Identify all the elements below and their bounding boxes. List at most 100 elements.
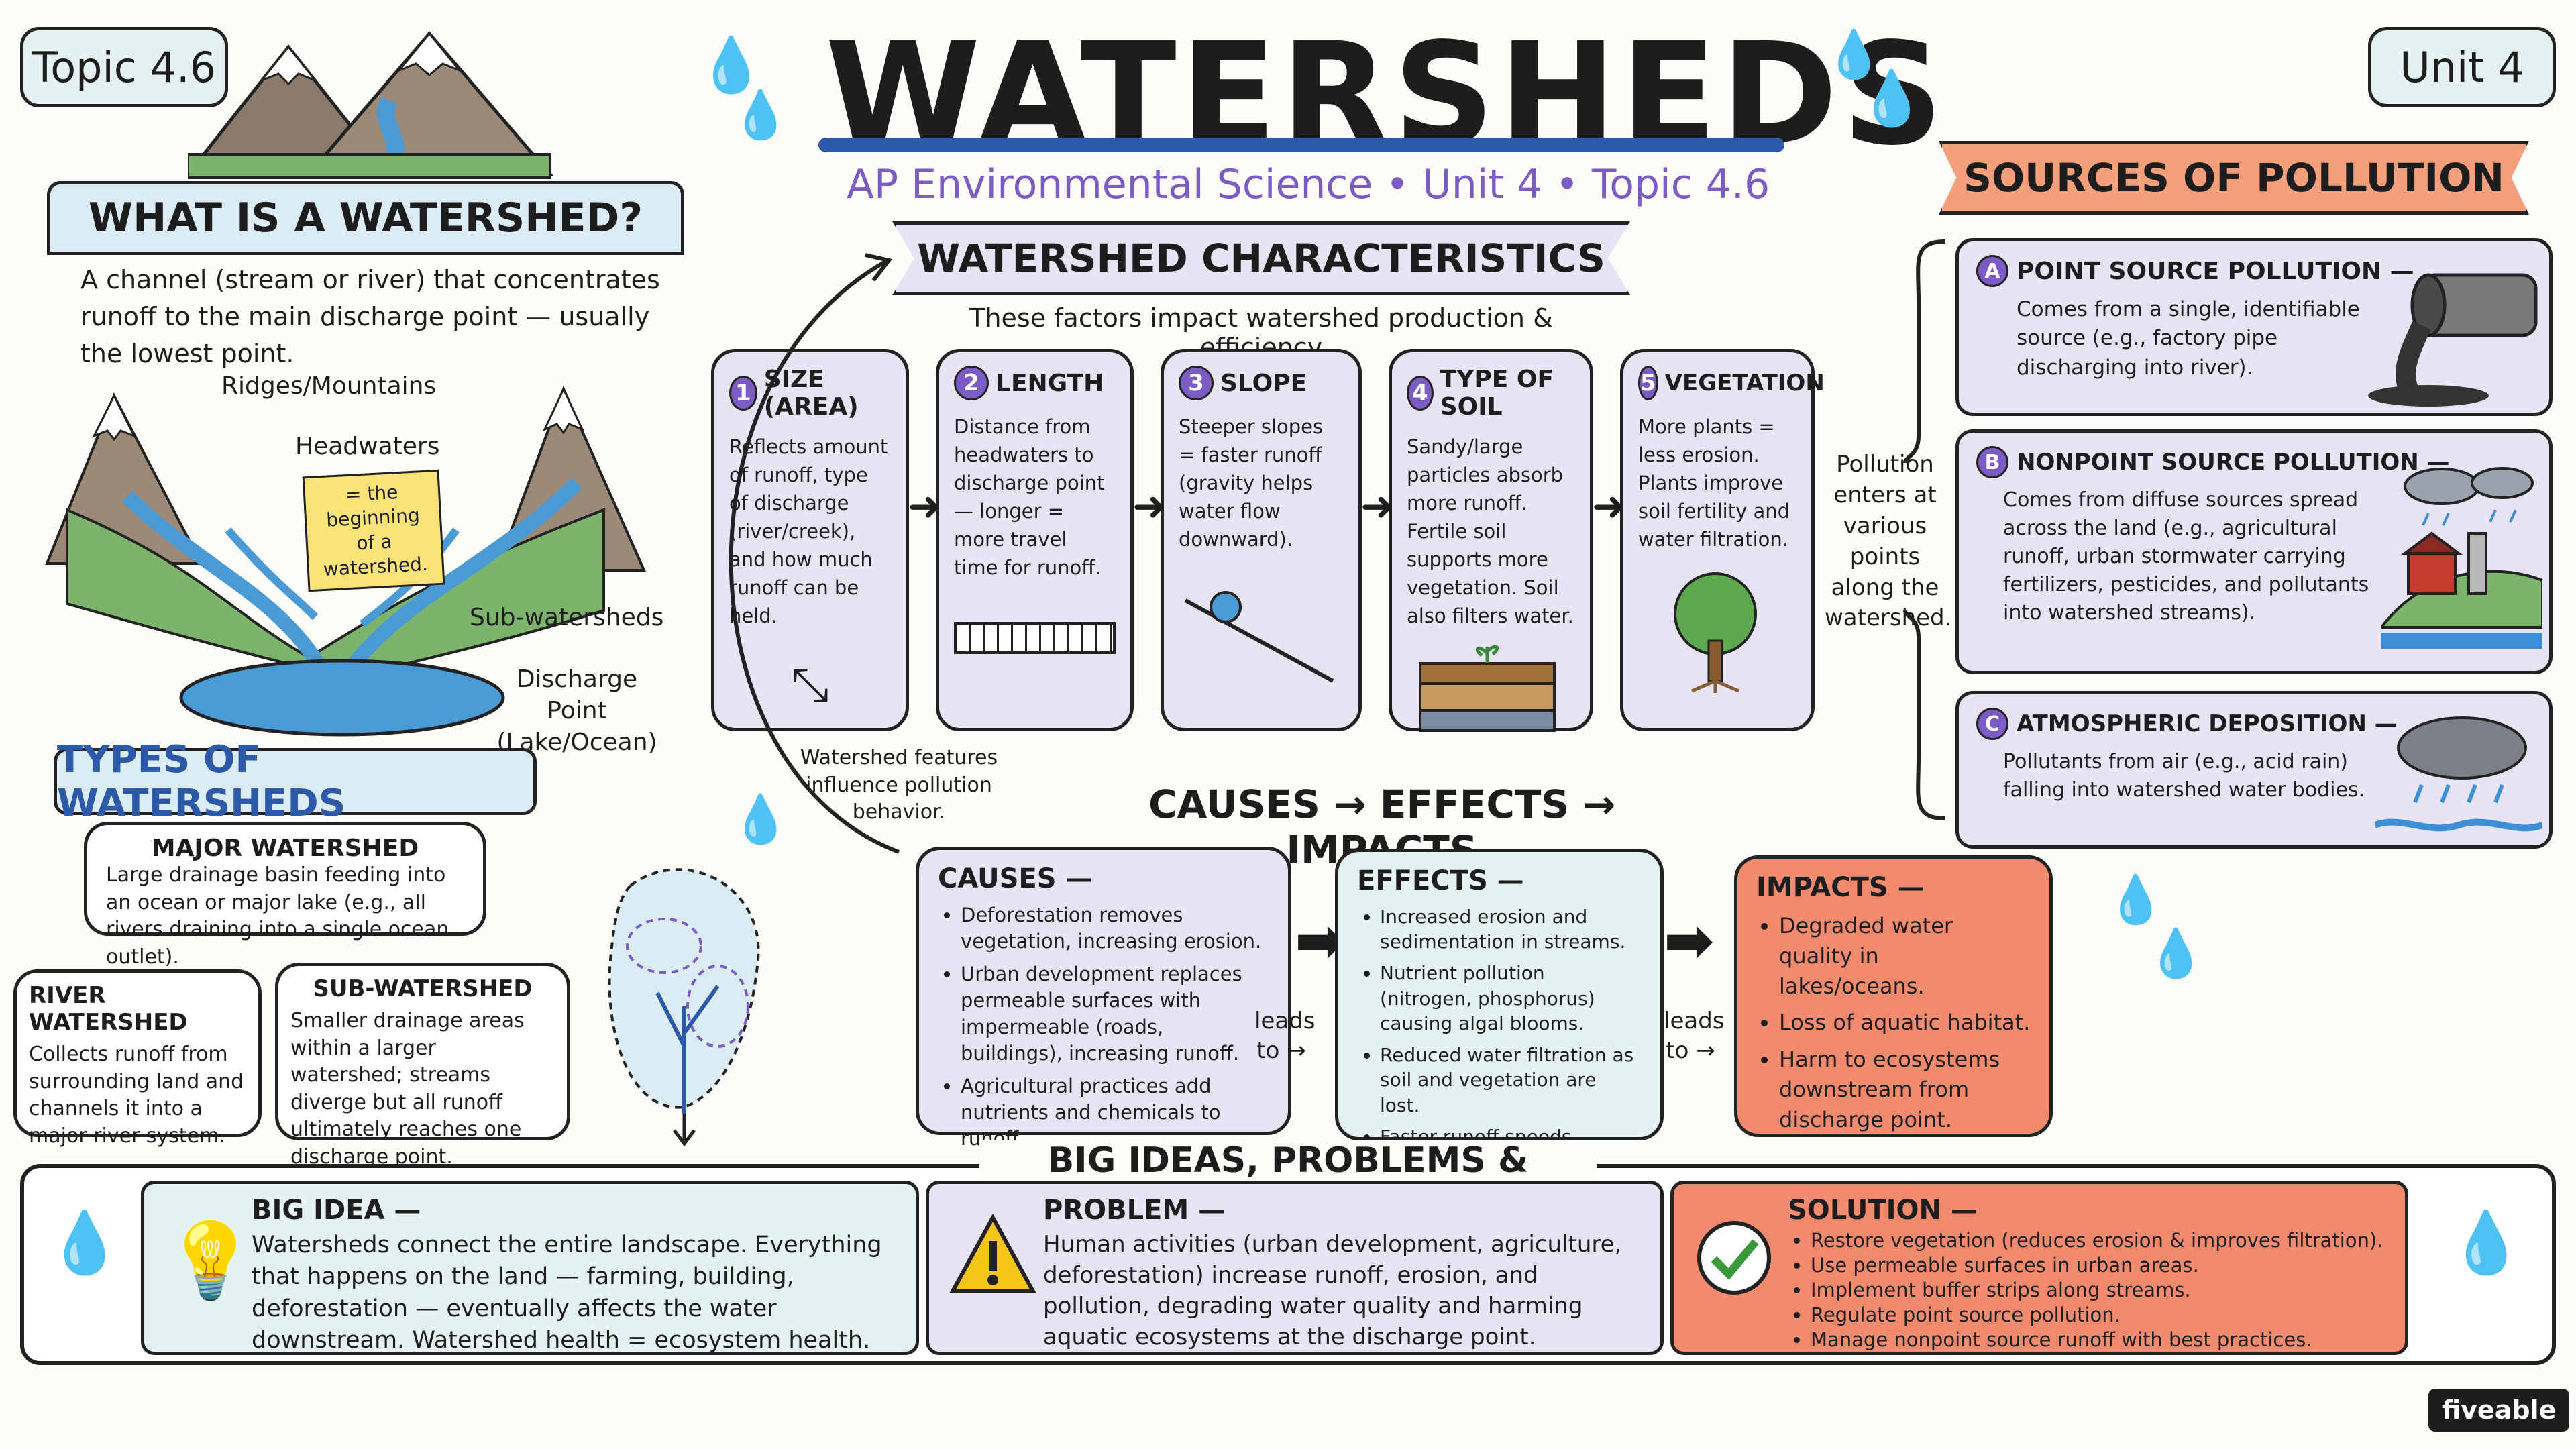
effects-card: EFFECTS — Increased erosion and sediment…	[1335, 849, 1664, 1173]
list-item: Restore vegetation (reduces erosion & im…	[1811, 1228, 2386, 1253]
solution-list: Restore vegetation (reduces erosion & im…	[1788, 1228, 2386, 1353]
atmospheric-deposition-card: C ATMOSPHERIC DEPOSITION — Pollutants fr…	[1955, 691, 2553, 849]
characteristic-card-slope: 3 SLOPE Steeper slopes = faster runoff (…	[1161, 349, 1362, 731]
headwaters-label: Headwaters	[295, 433, 440, 460]
warning-icon	[949, 1214, 1036, 1293]
sub-watershed-text: Smaller drainage areas within a larger w…	[290, 1009, 525, 1169]
causes-card: CAUSES — Deforestation removes vegetatio…	[916, 847, 1291, 1150]
source-heading: C ATMOSPHERIC DEPOSITION —	[1976, 708, 2532, 740]
characteristic-text: Sandy/large particles absorb more runoff…	[1407, 435, 1574, 628]
list-item: Reduced water filtration as soil and veg…	[1380, 1042, 1642, 1118]
source-text: Pollutants from air (e.g., acid rain) fa…	[2003, 750, 2365, 802]
arrow-right-icon: ➜	[1132, 483, 1167, 530]
characteristic-title: VEGETATION	[1664, 370, 1825, 396]
what-is-heading-label: WHAT IS A WATERSHED?	[88, 195, 643, 241]
types-heading: TYPES OF WATERSHEDS	[54, 738, 537, 825]
characteristic-text: Steeper slopes = faster runoff (gravity …	[1179, 415, 1324, 551]
water-drop-icon: 💧	[2106, 872, 2165, 927]
characteristic-text: Distance from headwaters to discharge po…	[954, 415, 1105, 580]
arrow-right-icon: ➜	[1360, 483, 1395, 530]
list-item: Degraded water quality in lakes/oceans.	[1779, 911, 2031, 1001]
characteristic-heading: 1 SIZE (AREA)	[729, 366, 891, 421]
cei-heading: CAUSES → EFFECTS → IMPACTS	[1148, 782, 1616, 873]
letter-badge: A	[1976, 255, 2008, 287]
brand-logo: fiveable	[2428, 1389, 2570, 1432]
impacts-card: IMPACTS — Degraded water quality in lake…	[1734, 855, 2053, 1137]
sub-watershed-card: SUB-WATERSHED Smaller drainage areas wit…	[275, 963, 570, 1169]
characteristics-intro: These factors impact watershed productio…	[969, 303, 1553, 362]
big-idea-text: Watersheds connect the entire landscape.…	[252, 1232, 882, 1354]
characteristic-heading: 2 LENGTH	[954, 366, 1116, 400]
list-item: Use permeable surfaces in urban areas.	[1811, 1253, 2386, 1278]
characteristic-title: SLOPE	[1220, 369, 1307, 397]
bracket-brace	[1903, 239, 1946, 820]
page-subtitle: AP Environmental Science • Unit 4 • Topi…	[846, 161, 1770, 208]
major-watershed-text: Large drainage basin feeding into an oce…	[106, 863, 449, 969]
characteristic-heading: 5 VEGETATION	[1638, 366, 1825, 400]
what-is-heading: WHAT IS A WATERSHED?	[47, 181, 684, 255]
source-heading: B NONPOINT SOURCE POLLUTION —	[1976, 446, 2532, 478]
water-drop-icon: 💧	[698, 34, 765, 96]
list-item: Implement buffer strips along streams.	[1811, 1278, 2386, 1303]
water-splash-icon: 💧	[47, 1208, 123, 1278]
sub-watershed-title: SUB-WATERSHED	[313, 975, 533, 1002]
title-underline	[818, 138, 1784, 152]
impacts-list: Degraded water quality in lakes/oceans. …	[1756, 911, 2031, 1135]
characteristic-text: Reflects amount of runoff, type of disch…	[729, 435, 888, 628]
farm-runoff-icon	[2381, 467, 2542, 649]
source-text: Comes from a single, identifiable source…	[2017, 297, 2360, 380]
letter-badge: C	[1976, 708, 2008, 740]
list-item: Urban development replaces permeable sur…	[961, 961, 1269, 1067]
arrow-right-icon: ➜	[908, 483, 942, 530]
characteristic-heading: 3 SLOPE	[1179, 366, 1344, 400]
characteristic-text: More plants = less erosion. Plants impro…	[1638, 415, 1790, 551]
watershed-diagram	[45, 385, 647, 737]
unit-tag: Unit 4	[2368, 27, 2556, 107]
topic-tag: Topic 4.6	[20, 27, 228, 107]
list-item: Manage nonpoint source runoff with best …	[1811, 1328, 2386, 1352]
sources-heading: SOURCES OF POLLUTION	[1939, 141, 2529, 215]
characteristic-heading: 4 TYPE OF SOIL	[1407, 366, 1575, 421]
water-drop-icon: 💧	[1858, 67, 1925, 129]
solution-title: SOLUTION —	[1788, 1195, 1978, 1226]
river-watershed-text: Collects runoff from surrounding land an…	[29, 1042, 244, 1148]
checkmark-icon	[1697, 1221, 1771, 1295]
pollution-entry-note: Pollution enters at various points along…	[1825, 451, 1952, 632]
arrow-right-icon: ➜	[1592, 483, 1626, 530]
list-item: Loss of aquatic habitat.	[1779, 1008, 2031, 1038]
unit-tag-label: Unit 4	[2400, 42, 2524, 92]
water-splash-icon: 💧	[2449, 1208, 2524, 1278]
headwaters-note: = the beginning of a watershed.	[302, 469, 445, 592]
step-number-badge: 4	[1407, 376, 1434, 411]
what-is-definition: A channel (stream or river) that concent…	[80, 265, 660, 369]
acid-rain-cloud-icon	[2375, 716, 2542, 832]
list-item: Harm to ecosystems downstream from disch…	[1779, 1044, 2031, 1134]
list-item: Nutrient pollution (nitrogen, phosphorus…	[1380, 961, 1642, 1036]
topic-tag-label: Topic 4.6	[32, 42, 217, 92]
slope-ball-icon	[1184, 591, 1334, 683]
leads-to-label: leads to →	[1254, 1008, 1316, 1065]
effects-list: Increased erosion and sedimentation in s…	[1357, 904, 1642, 1174]
major-watershed-card: MAJOR WATERSHED Large drainage basin fee…	[84, 822, 486, 969]
lightbulb-icon: 💡	[164, 1218, 256, 1303]
sub-watershed-map-icon	[608, 868, 760, 1147]
characteristic-title: TYPE OF SOIL	[1440, 366, 1554, 421]
sub-watersheds-label: Sub-watersheds	[470, 604, 664, 631]
big-idea-card: 💡 BIG IDEA — Watersheds connect the enti…	[141, 1181, 919, 1355]
characteristic-card-length: 2 LENGTH Distance from headwaters to dis…	[936, 349, 1134, 731]
characteristic-card-vegetation: 5 VEGETATION More plants = less erosion.…	[1620, 349, 1825, 731]
source-title: POINT SOURCE POLLUTION —	[2017, 257, 2414, 285]
sources-heading-label: SOURCES OF POLLUTION	[1964, 155, 2504, 201]
tree-icon	[1674, 572, 1757, 694]
characteristic-title: LENGTH	[996, 369, 1104, 397]
problem-text: Human activities (urban development, agr…	[1043, 1231, 1622, 1350]
effects-title: EFFECTS —	[1357, 865, 1524, 896]
step-number-badge: 2	[954, 366, 989, 400]
leads-to-label: leads to →	[1664, 1008, 1725, 1065]
step-number-badge: 3	[1179, 366, 1214, 400]
ridges-label: Ridges/Mountains	[221, 372, 437, 400]
soil-layers-icon	[1419, 645, 1556, 733]
characteristics-heading-label: WATERSHED CHARACTERISTICS	[917, 235, 1605, 281]
list-item: Increased erosion and sedimentation in s…	[1380, 904, 1642, 954]
source-title: ATMOSPHERIC DEPOSITION —	[2017, 710, 2398, 737]
